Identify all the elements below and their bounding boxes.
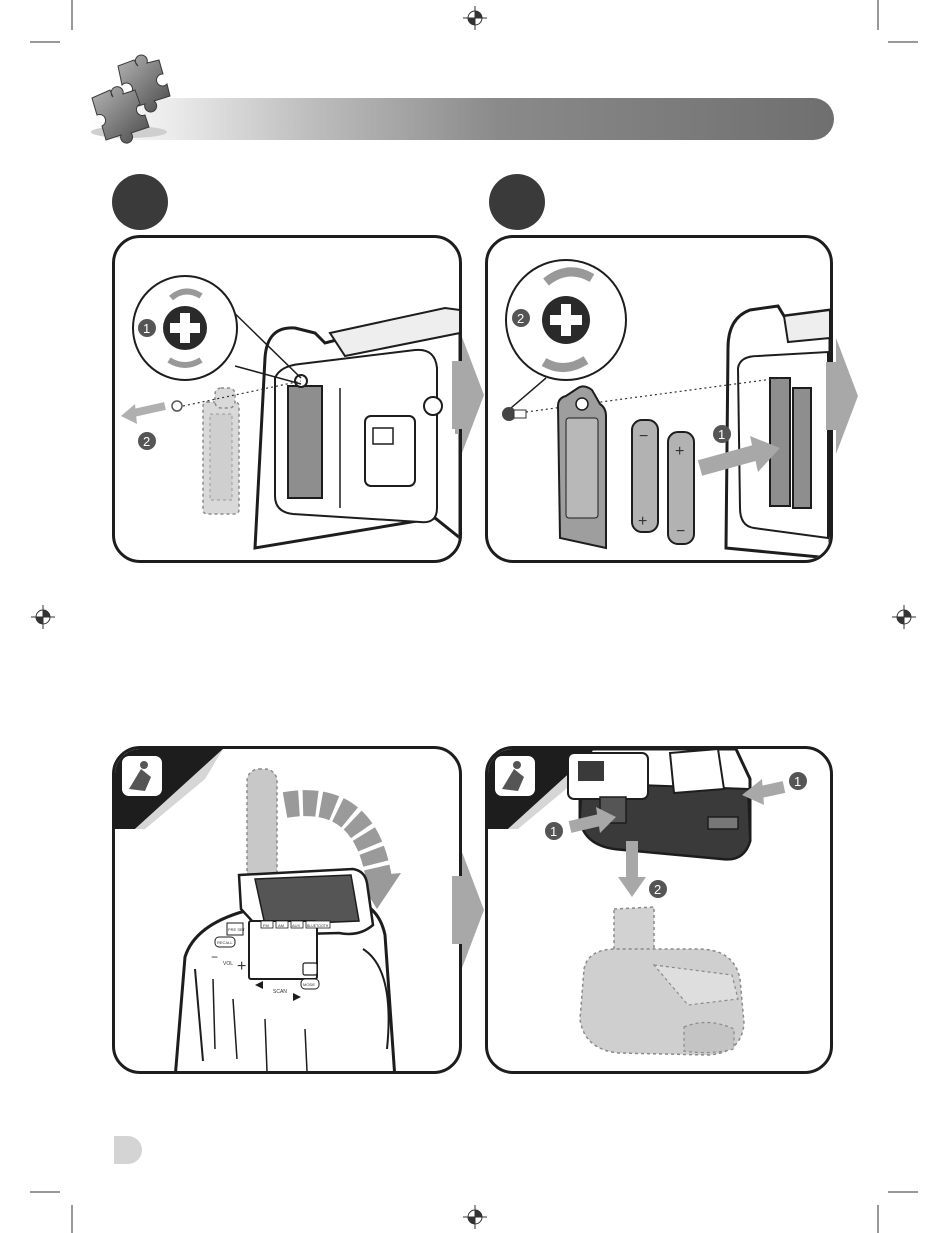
battery-1-plus: + bbox=[638, 513, 647, 530]
battery-1-minus: − bbox=[639, 428, 648, 445]
bluetooth-label: BLUETOOTH bbox=[307, 924, 329, 928]
vol-plus-symbol: + bbox=[237, 958, 246, 975]
panel-antenna: PRE SET RECALL FM AM AUX BLUETOOTH − VOL… bbox=[112, 746, 462, 1074]
illustration-antenna: PRE SET RECALL FM AM AUX BLUETOOTH − VOL… bbox=[115, 749, 459, 1071]
illustration-battery-pack: 1 1 2 bbox=[488, 749, 830, 1071]
next-arrow-icon bbox=[452, 337, 484, 453]
page-number-tab bbox=[114, 1136, 142, 1164]
illustration-insert-batteries: 2 − + + − 1 bbox=[488, 238, 830, 560]
badge-1-left-text: 1 bbox=[550, 824, 557, 839]
badge-1-right-text: 1 bbox=[794, 774, 801, 789]
next-arrow-icon bbox=[452, 852, 484, 968]
puzzle-pieces-icon bbox=[84, 52, 174, 144]
badge-2-text: 2 bbox=[654, 882, 661, 897]
mode-label: MODE bbox=[303, 982, 315, 987]
badge-1-text: 1 bbox=[143, 321, 150, 336]
step-indicator-2 bbox=[489, 174, 545, 230]
preset-label: PRE SET bbox=[228, 927, 246, 932]
badge-1-text: 1 bbox=[718, 427, 725, 442]
step-indicator-1 bbox=[112, 174, 168, 230]
vol-minus-symbol: − bbox=[211, 950, 218, 964]
panel-battery-pack: 1 1 2 bbox=[485, 746, 833, 1074]
recall-label: RECALL bbox=[217, 940, 233, 945]
aux-label: AUX bbox=[292, 923, 301, 928]
scan-label: SCAN bbox=[273, 989, 287, 995]
battery-2-minus: − bbox=[676, 523, 685, 540]
badge-2-text: 2 bbox=[143, 434, 150, 449]
badge-2-text: 2 bbox=[517, 311, 524, 326]
panel-remove-cover: 1 2 bbox=[112, 235, 462, 563]
next-arrow-icon bbox=[826, 338, 858, 454]
fm-label: FM bbox=[263, 923, 269, 928]
section-header-bar bbox=[88, 98, 834, 140]
illustration-remove-cover: 1 2 bbox=[115, 238, 459, 560]
panel-insert-batteries: 2 − + + − 1 bbox=[485, 235, 833, 563]
am-label: AM bbox=[278, 923, 284, 928]
vol-label: VOL bbox=[223, 961, 233, 967]
battery-2-plus: + bbox=[675, 443, 684, 460]
